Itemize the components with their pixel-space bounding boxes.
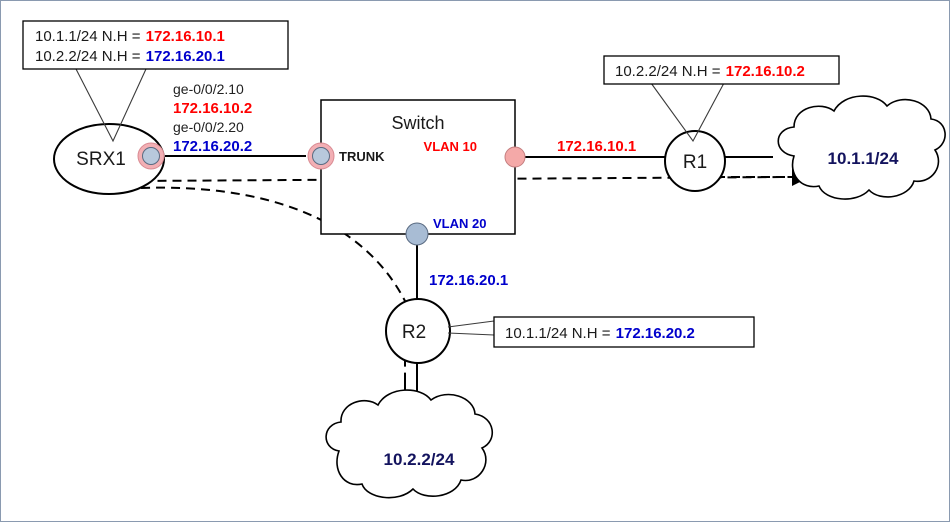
r1-callout-text: 10.2.2/24 N.H = 172.16.10.2 bbox=[615, 63, 805, 80]
iface-unit20-name: ge-0/0/2.20 bbox=[173, 119, 244, 135]
srx1-callout-line2: 10.2.2/24 N.H = 172.16.20.1 bbox=[35, 48, 225, 65]
switch-trunk-port bbox=[307, 142, 335, 170]
srx1-callout-line1: 10.1.1/24 N.H = 172.16.10.1 bbox=[35, 28, 225, 45]
r2-callout-text: 10.1.1/24 N.H = 172.16.20.2 bbox=[505, 325, 695, 342]
vlan10-port-label: VLAN 10 bbox=[424, 139, 477, 154]
r1-callout-leader bbox=[650, 82, 725, 143]
srx1-callout-box bbox=[22, 20, 289, 70]
r1-callout-box bbox=[603, 55, 840, 85]
switch-vlan20-port bbox=[405, 222, 429, 246]
iface-unit10-ip: 172.16.10.2 bbox=[173, 100, 252, 117]
switch-vlan10-port bbox=[504, 146, 526, 168]
vlan20-link-ip-label: 172.16.20.1 bbox=[429, 272, 508, 289]
r2-callout-leader bbox=[447, 320, 495, 336]
r1-node bbox=[664, 130, 726, 192]
cloud-bottom: 10.2.2/24 bbox=[325, 389, 493, 499]
switch-label: Switch bbox=[391, 113, 444, 133]
r2-label: R2 bbox=[402, 322, 426, 343]
r2-callout-box bbox=[493, 316, 755, 348]
srx1-trunk-port bbox=[137, 142, 165, 170]
r1-label: R1 bbox=[683, 152, 707, 173]
cloud-bottom-label: 10.2.2/24 bbox=[384, 450, 455, 469]
vlan20-port-label: VLAN 20 bbox=[433, 216, 486, 231]
srx1-callout-leader bbox=[75, 68, 147, 143]
iface-unit20-ip: 172.16.20.2 bbox=[173, 138, 252, 155]
trunk-port-label: TRUNK bbox=[339, 149, 385, 164]
cloud-right: 10.1.1/24 bbox=[777, 95, 946, 200]
r2-node bbox=[385, 298, 451, 364]
srx1-label: SRX1 bbox=[76, 149, 126, 170]
traffic-path-to-10-2-2-24 bbox=[140, 186, 406, 431]
vlan10-link-ip-label: 172.16.10.1 bbox=[557, 138, 636, 155]
cloud-right-label: 10.1.1/24 bbox=[828, 149, 899, 168]
iface-unit10-name: ge-0/0/2.10 bbox=[173, 81, 244, 97]
